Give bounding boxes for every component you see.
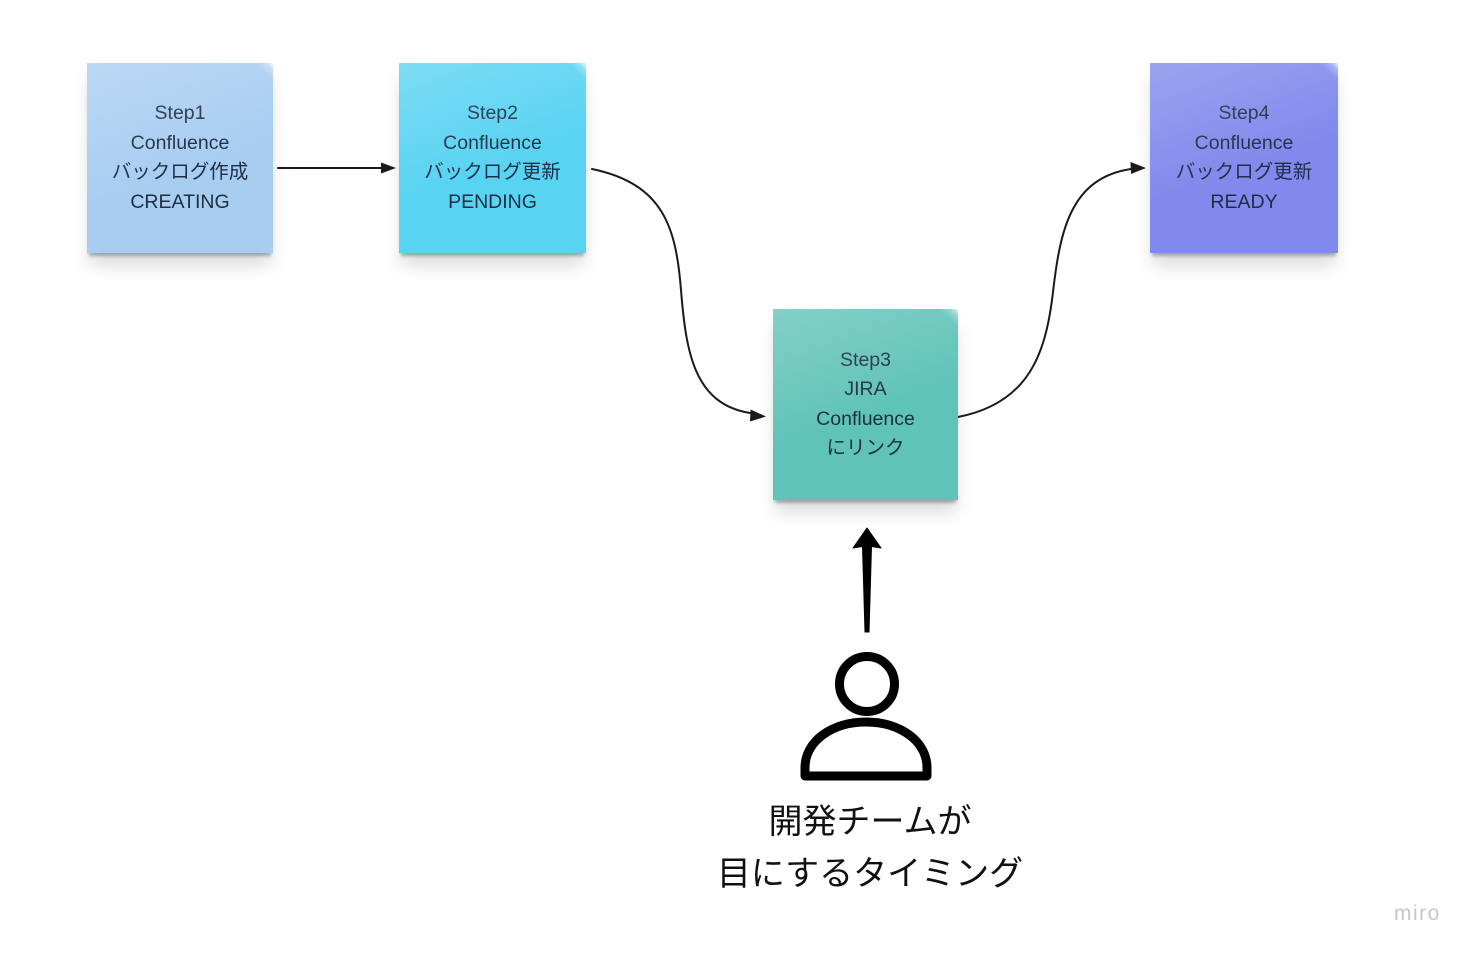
person-icon[interactable] — [800, 652, 932, 781]
note-line: Confluence — [816, 407, 915, 430]
note-line: にリンク — [826, 437, 905, 459]
caption-text[interactable]: 開発チームが 目にするタイミング — [717, 796, 1023, 900]
arrow-person-to-step3[interactable] — [852, 527, 882, 633]
note-line: Confluence — [443, 131, 542, 154]
note-line: バックログ更新 — [424, 161, 561, 183]
sticky-note-step2[interactable]: Step2 Confluence バックログ更新 PENDING — [399, 63, 586, 253]
arrow-step2-to-step3[interactable] — [591, 168, 766, 422]
note-line: Step2 — [467, 102, 518, 124]
note-line: Step1 — [154, 102, 206, 124]
note-line: バックログ作成 — [111, 161, 249, 183]
caption-line-2: 目にするタイミング — [716, 855, 1024, 893]
arrow-step3-to-step4[interactable] — [957, 162, 1146, 418]
caption-line-1: 開発チームが — [768, 803, 972, 841]
note-line: Confluence — [130, 131, 230, 154]
note-line: Step3 — [840, 348, 891, 371]
sticky-note-step3[interactable]: Step3 JIRA Confluence にリンク — [773, 309, 958, 500]
sticky-note-step4[interactable]: Step4 Confluence バックログ更新 READY — [1150, 63, 1338, 253]
arrow-step1-to-step2[interactable] — [277, 162, 396, 174]
note-line: READY — [1210, 190, 1278, 213]
sticky-note-step1[interactable]: Step1 Confluence バックログ作成 CREATING — [87, 63, 273, 253]
note-line: Confluence — [1194, 131, 1294, 154]
note-line: CREATING — [130, 190, 230, 213]
note-line: バックログ更新 — [1175, 161, 1313, 183]
note-line: JIRA — [844, 378, 887, 400]
note-line: Step4 — [1218, 102, 1270, 124]
miro-logo: miro — [1394, 902, 1441, 925]
note-line: PENDING — [448, 190, 537, 213]
